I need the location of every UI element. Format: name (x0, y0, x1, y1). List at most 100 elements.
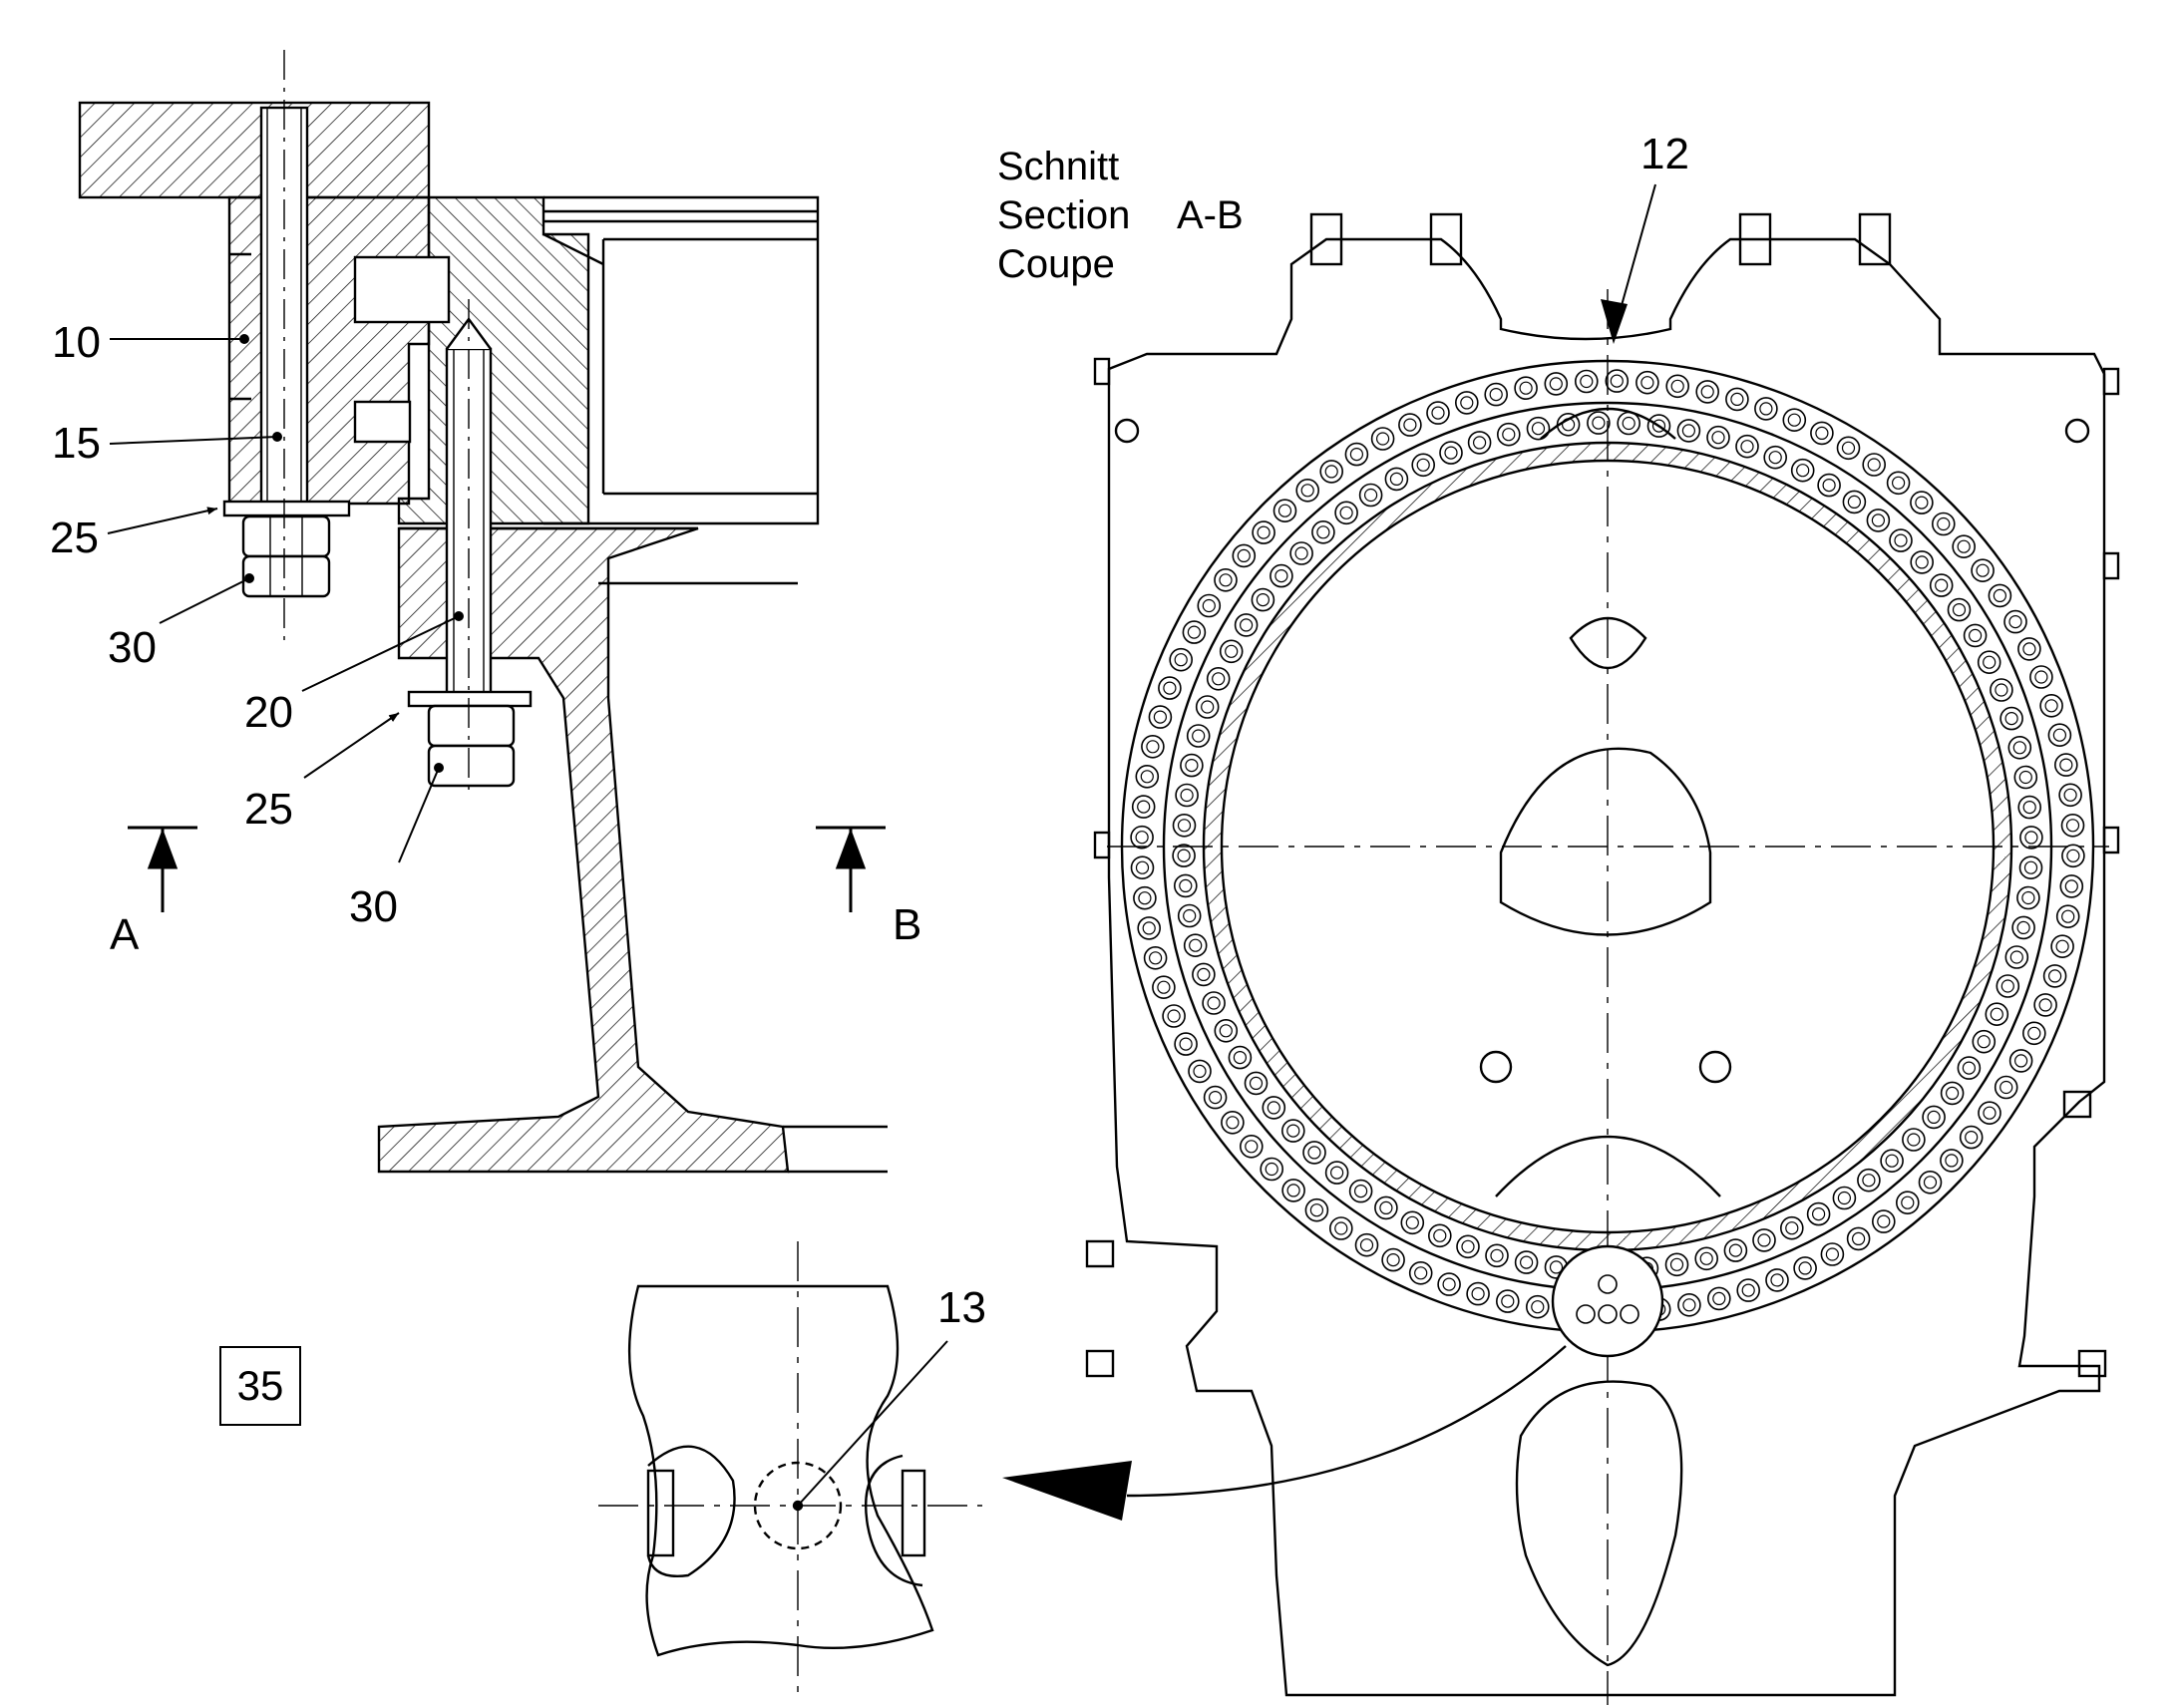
inner-bolt-core (1286, 1124, 1300, 1138)
cut-label-a: A (110, 910, 140, 959)
outer-bolt-core (1489, 388, 1503, 402)
outer-bolt (1240, 1135, 1264, 1159)
inner-bolt (1456, 1234, 1480, 1259)
outer-bolt (1466, 1281, 1490, 1306)
inner-bolt (1180, 753, 1204, 778)
inner-bolt (1302, 1141, 1326, 1165)
outer-bolt-core (1163, 681, 1177, 695)
outer-bolt (1281, 1179, 1305, 1202)
outer-bolt-core (1359, 1238, 1374, 1252)
outer-bolt-core (1993, 588, 2007, 603)
outer-bolt (1137, 916, 1161, 940)
inner-bolt-core (1472, 436, 1487, 450)
outer-bolt-circle (1130, 369, 2085, 1324)
inner-bolt-core (1461, 1239, 1475, 1253)
inner-bolt (1186, 724, 1211, 748)
outer-bolt (1896, 1191, 1920, 1214)
outer-bolt (1232, 543, 1257, 568)
outer-bolt (2050, 934, 2074, 959)
outer-bolt (1130, 825, 1154, 850)
inner-bolt (1174, 873, 1198, 898)
outer-bolt-core (1174, 653, 1188, 667)
inner-bolt-core (1212, 672, 1226, 686)
nut-30a-1 (241, 514, 331, 558)
outer-bolt-core (1519, 381, 1533, 395)
inner-bolt-core (1192, 729, 1206, 743)
inner-bolt-core (1267, 1101, 1280, 1115)
inner-bolt-core (1952, 602, 1967, 617)
outer-bolt-core (1135, 831, 1149, 845)
outer-bolt (1484, 382, 1508, 407)
inner-bolt (1183, 933, 1208, 958)
outer-bolt-core (1999, 1080, 2013, 1095)
inner-bolt-core (1189, 938, 1203, 952)
inner-bolt-core (1416, 458, 1430, 472)
outer-bolt-core (1610, 374, 1624, 388)
callout-12: 12 (1640, 130, 1689, 178)
nut-30b-1 (427, 704, 516, 748)
inner-bolt (1281, 1119, 1305, 1143)
outer-bolt-core (1923, 1176, 1938, 1190)
section-heading-line1: Schnitt (997, 145, 1120, 188)
inner-bolt-core (1274, 568, 1288, 583)
inner-bolt-core (1256, 592, 1271, 607)
inner-bolt-core (1894, 533, 1908, 547)
outer-bolt (1952, 534, 1976, 559)
inner-bolt (1763, 445, 1787, 470)
inner-bolt (1324, 1161, 1349, 1185)
outer-bolt (1836, 436, 1861, 461)
outer-bolt (1295, 478, 1319, 503)
inner-bolt-core (1990, 1007, 2003, 1021)
outer-bolt (2055, 904, 2080, 929)
inner-bolt (1752, 1228, 1776, 1252)
outer-bolt-core (1891, 476, 1906, 490)
outer-bolt (1971, 558, 1995, 583)
inner-bolt-core (1201, 700, 1215, 714)
outer-bolt (1526, 1294, 1550, 1319)
callout-25b: 25 (244, 785, 293, 834)
outer-bolt-core (1770, 1273, 1784, 1287)
inner-bolt (1985, 1002, 2009, 1027)
outer-bolt (1940, 1149, 1964, 1173)
inner-bolt-core (1907, 1133, 1921, 1147)
inner-bolt (1214, 1019, 1239, 1043)
inner-bolt-core (1968, 628, 1983, 643)
inner-bolt (1234, 613, 1259, 637)
outer-bolt (1978, 1101, 2001, 1125)
inner-bolt-core (1389, 472, 1404, 486)
inner-bolt-core (1651, 419, 1666, 433)
inner-bolt (1244, 1071, 1269, 1096)
outer-bolt (2017, 637, 2041, 661)
inner-bolt-core (2024, 831, 2038, 845)
outer-bolt-core (2048, 969, 2062, 983)
inner-bolt-core (1549, 1260, 1564, 1274)
outer-bolt-core (2066, 849, 2080, 862)
outer-bolt (1918, 1171, 1943, 1195)
inner-bolt (1790, 458, 1815, 483)
outer-bolt (1426, 401, 1450, 425)
inner-bolt-core (2018, 770, 2032, 785)
outer-bolt (1408, 1261, 1433, 1285)
inner-bolt-core (1339, 506, 1353, 519)
washer-25b (407, 690, 533, 708)
outer-bolt (1135, 764, 1160, 789)
inner-bolt-core (1768, 451, 1782, 465)
callout-13: 13 (937, 1283, 986, 1332)
outer-bolt (1329, 1216, 1353, 1240)
callout-30b: 30 (349, 882, 398, 931)
inner-bolt (2013, 765, 2038, 790)
callout-10: 10 (52, 318, 101, 367)
outer-bolt-core (1815, 426, 1829, 440)
outer-bolt (2008, 1049, 2033, 1073)
inner-bolt-core (1740, 440, 1754, 454)
inner-bolt (2004, 945, 2029, 969)
inner-bolt (1172, 844, 1196, 867)
corner-hole-right (2064, 418, 2090, 444)
section-leaders (107, 334, 464, 863)
outer-bolt (1959, 1125, 1984, 1150)
cut-marker-a (128, 826, 197, 912)
inner-bolt-core (1197, 967, 1211, 982)
inner-bolt (1219, 639, 1244, 664)
outer-bolt (1130, 855, 1155, 880)
base-body (377, 526, 790, 1174)
